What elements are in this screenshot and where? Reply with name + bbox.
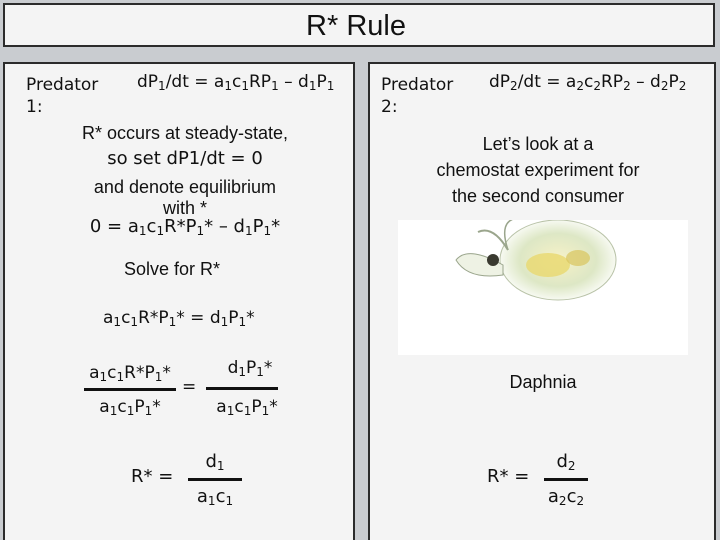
step-2-lhs-denominator: a1c1P1* — [99, 397, 161, 418]
step-2-equals: = — [182, 377, 197, 397]
predator-1-equation: dP1/dt = a1c1RP1 – d1P1 — [137, 72, 335, 93]
photo-caption: Daphnia — [509, 372, 577, 392]
title-bar — [3, 3, 715, 47]
result-1-fraction-bar — [188, 478, 242, 481]
result-2-fraction-bar — [544, 478, 588, 481]
result-1-label: R* = — [131, 466, 174, 487]
predator-1-label: Predator 1: — [26, 75, 99, 117]
step-2-lhs-numerator: a1c1R*P1* — [89, 363, 171, 384]
daphnia-photo — [398, 217, 688, 355]
chemostat-text-2: chemostat experiment for — [436, 160, 640, 180]
chemostat-text-3: the second consumer — [451, 186, 625, 206]
result-2-numerator: d2 — [556, 451, 576, 473]
result-2-denominator: a2c2 — [547, 486, 585, 508]
left-panel — [3, 62, 355, 540]
result-2-label: R* = — [487, 466, 530, 487]
step-2-lhs-fraction-bar — [84, 388, 176, 391]
step-1-equation: a1c1R*P1* = d1P1* — [103, 308, 255, 329]
step-2-rhs-fraction-bar — [206, 387, 278, 390]
step-2-rhs-numerator: d1P1* — [227, 358, 273, 379]
solve-label: Solve for R* — [124, 259, 221, 279]
step-2-rhs-denominator: a1c1P1* — [216, 397, 278, 418]
equilibrium-equation: 0 = a1c1R*P1* – d1P1* — [89, 216, 281, 238]
steady-state-text-4: with * — [162, 198, 207, 218]
daphnia-illustration — [455, 217, 617, 301]
slide-title: R* Rule — [306, 10, 406, 42]
result-1-numerator: d1 — [205, 451, 225, 473]
steady-state-text-2: so set dP1/dt = 0 — [107, 148, 263, 169]
steady-state-text-3: and denote equilibrium — [93, 177, 277, 197]
predator-2-equation: dP2/dt = a2c2RP2 – d2P2 — [489, 72, 687, 93]
chemostat-text-1: Let’s look at a — [482, 134, 594, 154]
result-1-denominator: a1c1 — [196, 486, 234, 508]
steady-state-text-1: R* occurs at steady-state, — [81, 123, 289, 143]
predator-2-label: Predator 2: — [381, 75, 454, 117]
